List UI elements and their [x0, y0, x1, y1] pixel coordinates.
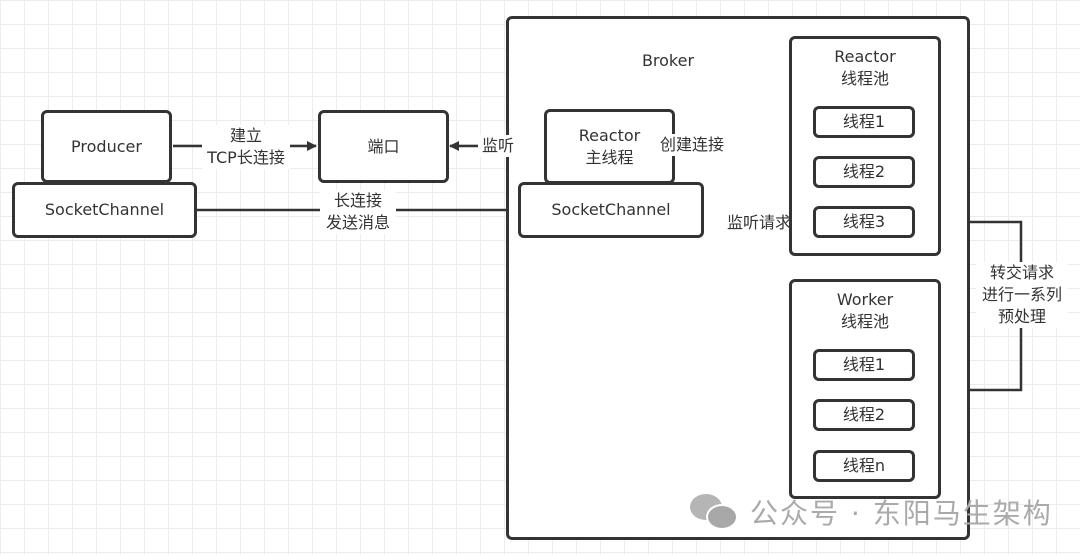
broker-socket-channel: SocketChannel — [518, 182, 704, 238]
wechat-icon — [690, 494, 740, 530]
worker-thread-n: 线程n — [813, 450, 915, 482]
reactor-pool-title: Reactor 线程池 — [834, 47, 896, 88]
worker-pool-title: Worker 线程池 — [836, 290, 894, 331]
producer-box: Producer — [41, 110, 172, 183]
edge-label-listen-request: 监听请求 — [722, 212, 796, 234]
producer-label: Producer — [71, 136, 142, 156]
watermark-text: 公众号 · 东阳马生架构 — [750, 497, 1053, 530]
reactor-thread-2: 线程2 — [813, 156, 915, 188]
edge-label-create-conn: 创建连接 — [656, 134, 728, 156]
edge-label-long-conn: 长连接 发送消息 — [320, 190, 396, 234]
worker-thread-1: 线程1 — [813, 349, 915, 381]
watermark: 公众号 · 东阳马生架构 — [690, 492, 1053, 532]
reactor-thread-1: 线程1 — [813, 106, 915, 138]
edge-label-listen: 监听 — [478, 135, 518, 157]
edge-label-handoff: 转交请求 进行一系列 预处理 — [976, 262, 1068, 328]
port-box: 端口 — [318, 110, 449, 183]
reactor-thread-3: 线程3 — [813, 206, 915, 238]
edge-label-establish: 建立 TCP长连接 — [202, 125, 290, 169]
producer-socket-channel: SocketChannel — [12, 182, 197, 238]
worker-thread-2: 线程2 — [813, 399, 915, 431]
broker-title: Broker — [641, 51, 695, 70]
